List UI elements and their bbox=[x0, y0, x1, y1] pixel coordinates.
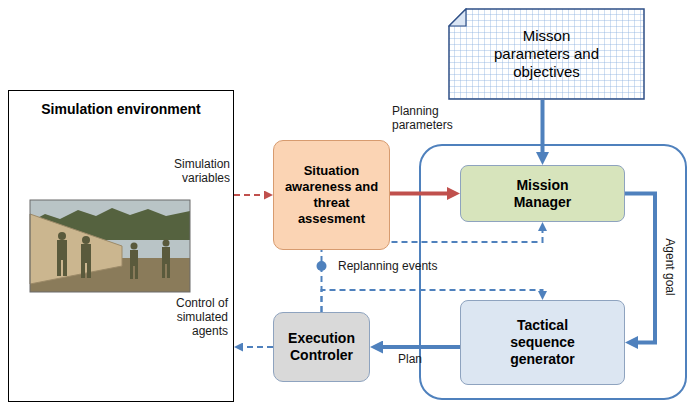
tree-line bbox=[30, 208, 190, 240]
sky bbox=[30, 200, 190, 292]
dashed-arrow bbox=[234, 194, 268, 196]
connector-label: Simulation variables bbox=[150, 157, 230, 185]
simulation-screenshot bbox=[30, 200, 190, 292]
connector-label: Plan bbox=[398, 352, 422, 366]
document-shape: Misson parameters and objectives bbox=[448, 8, 645, 100]
box-label: Tactical sequence generator bbox=[498, 317, 588, 368]
planner-container bbox=[420, 145, 686, 399]
folded-corner bbox=[449, 9, 466, 26]
box-label: Mission Manager bbox=[498, 177, 588, 211]
soldiers bbox=[57, 232, 170, 279]
process-box: Situation awareness and threat assesment bbox=[273, 140, 390, 250]
ground bbox=[30, 258, 190, 292]
dashed-arrow bbox=[239, 346, 273, 348]
box-label: Simulation environment bbox=[41, 101, 200, 118]
environment-panel: Simulation environment bbox=[8, 90, 234, 402]
connector-label: Control of simulated agents bbox=[146, 296, 228, 338]
connector-label: Planning parameters bbox=[392, 104, 450, 132]
connector-label: Replanning events bbox=[338, 259, 437, 273]
process-box: Tactical sequence generator bbox=[460, 300, 625, 385]
process-box: Mission Manager bbox=[460, 165, 625, 222]
thick-arrow bbox=[390, 192, 452, 196]
branch-dot bbox=[317, 261, 327, 271]
process-box: Execution Controler bbox=[273, 312, 370, 382]
thick-arrow bbox=[378, 345, 460, 349]
wall bbox=[30, 214, 122, 284]
thick-arrow bbox=[541, 100, 545, 157]
box-label: Execution Controler bbox=[279, 330, 364, 364]
document-body bbox=[449, 9, 644, 99]
box-label: Misson parameters and objectives bbox=[487, 27, 607, 81]
thick-arrow bbox=[625, 194, 655, 343]
connector-label: Agent goal bbox=[663, 231, 677, 303]
box-label: Situation awareness and threat assesment bbox=[280, 163, 383, 227]
screenshot-frame bbox=[30, 200, 190, 292]
